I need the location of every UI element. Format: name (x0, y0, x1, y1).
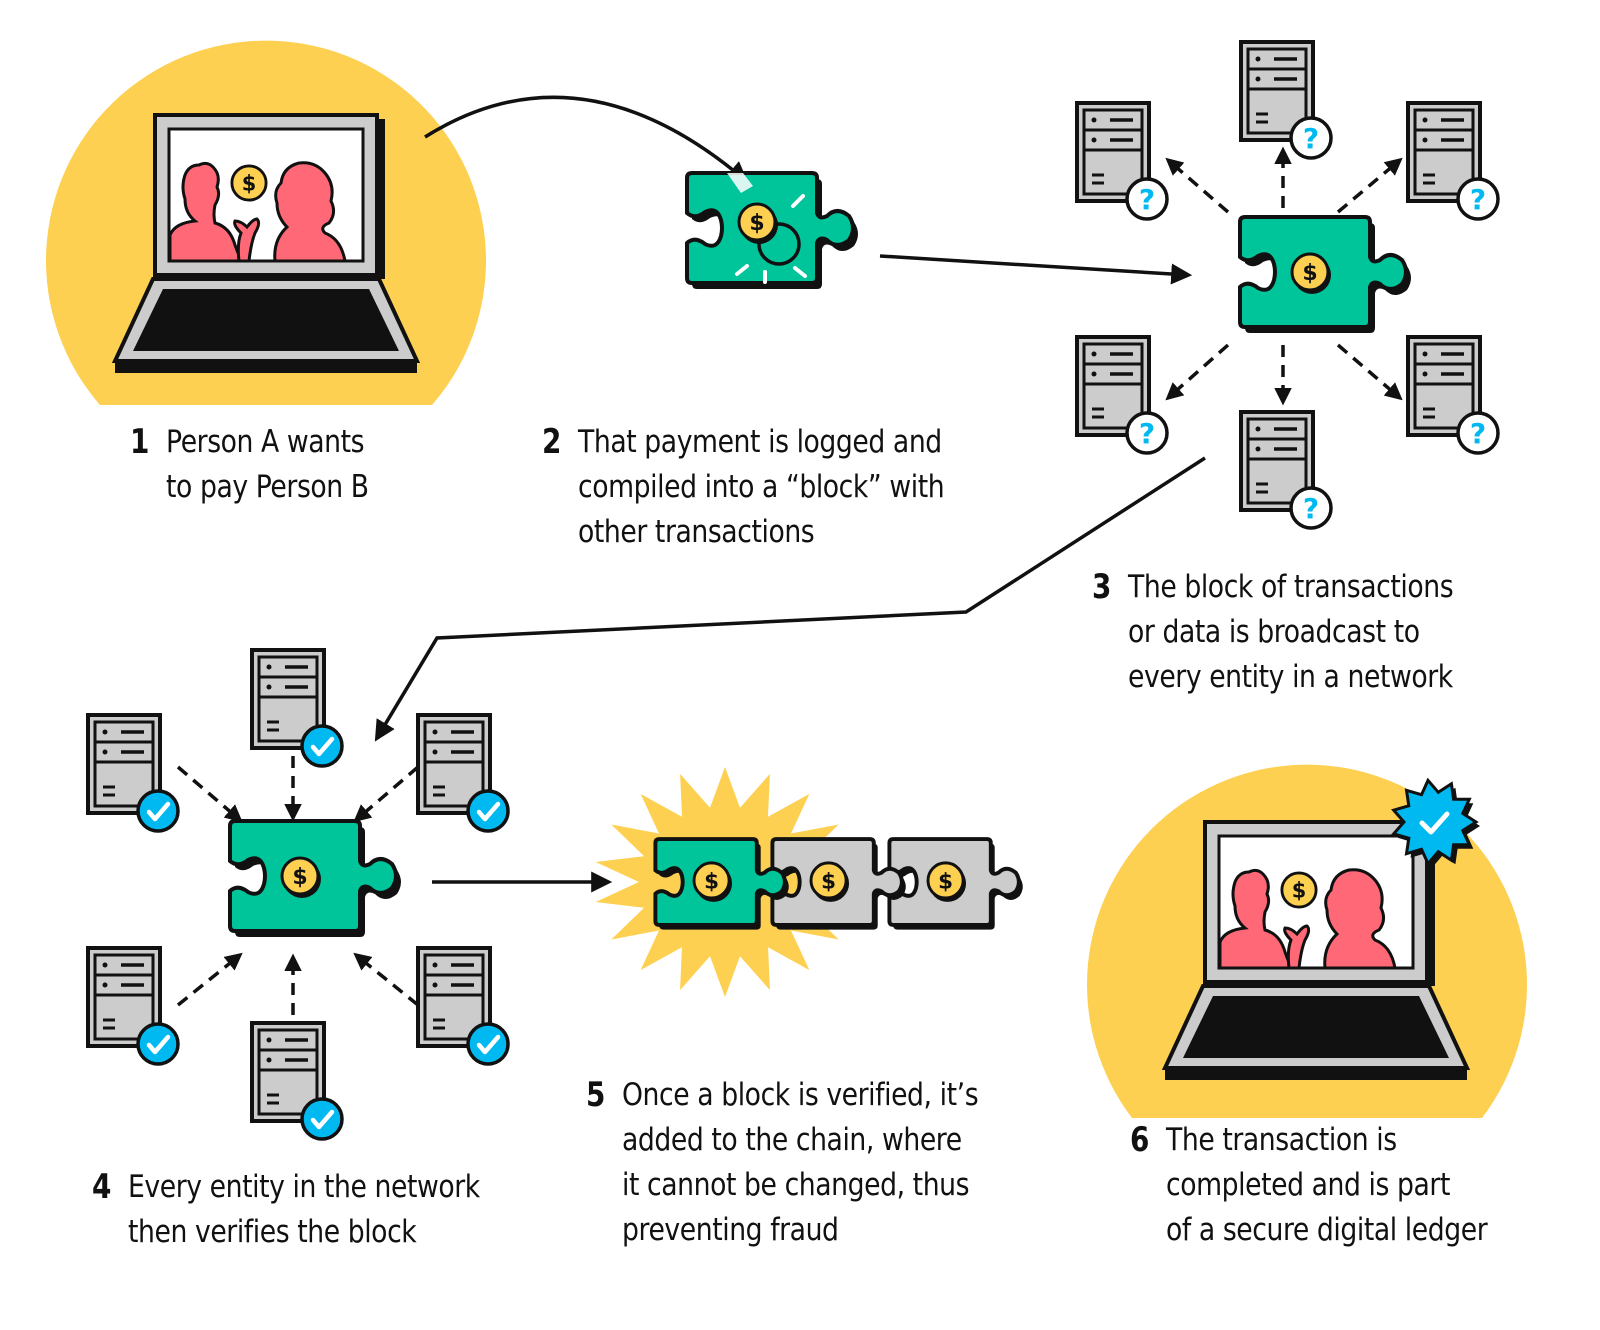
step-2-illustration (685, 171, 858, 289)
step-number: 3 (1092, 567, 1112, 607)
verified-seal-icon (1391, 777, 1480, 868)
arrow-3-to-4 (374, 456, 1206, 742)
step-1-illustration (45, 40, 487, 405)
network-node (416, 713, 508, 831)
network-node (1239, 410, 1333, 530)
question-badge-icon (1125, 177, 1169, 221)
step-6-caption: 6 The transaction is completed and is pa… (1130, 1118, 1540, 1253)
network-node (1075, 101, 1169, 221)
question-badge-icon (1125, 411, 1169, 455)
laptop-icon (1163, 820, 1469, 1082)
arrow-2-to-3 (879, 254, 1193, 285)
check-badge-icon (468, 1024, 508, 1064)
step-number: 5 (586, 1075, 606, 1115)
network-node (250, 1021, 342, 1139)
step-6-illustration (1087, 764, 1527, 1118)
check-badge-icon (468, 791, 508, 831)
network-node (1075, 335, 1169, 455)
step-number: 1 (130, 422, 150, 462)
network-node (416, 946, 508, 1064)
arrow-1-to-2 (424, 95, 749, 183)
step-3-caption: 3 The block of transactions or data is b… (1092, 565, 1506, 700)
network-node (86, 713, 178, 831)
step-text: That payment is logged and compiled into… (578, 424, 945, 550)
step-3-illustration (1075, 40, 1500, 530)
network-node (250, 648, 342, 766)
check-badge-icon (302, 726, 342, 766)
step-1-caption: 1 Person A wants to pay Person B (130, 420, 402, 510)
broadcast-arrows (1165, 146, 1403, 406)
step-text: Every entity in the network then verifie… (128, 1169, 480, 1250)
step-4-illustration (86, 648, 508, 1139)
check-badge-icon (138, 1024, 178, 1064)
sparkle-lines (735, 194, 807, 284)
question-badge-icon (1456, 411, 1500, 455)
question-badge-icon (1289, 486, 1333, 530)
step-2-caption: 2 That payment is logged and compiled in… (542, 420, 1004, 555)
step-5-illustration (595, 767, 1023, 997)
verify-arrows (176, 756, 420, 1015)
network-node (1406, 335, 1500, 455)
network-node (1406, 101, 1500, 221)
check-badge-icon (302, 1099, 342, 1139)
question-badge-icon (1289, 116, 1333, 160)
step-number: 2 (542, 422, 562, 462)
step-text: Person A wants to pay Person B (166, 424, 369, 505)
step-number: 4 (92, 1167, 112, 1207)
network-node (1239, 40, 1333, 160)
laptop-icon (113, 113, 419, 375)
step-5-caption: 5 Once a block is verified, it’s added t… (586, 1073, 1036, 1253)
step-text: The transaction is completed and is part… (1166, 1122, 1488, 1248)
question-badge-icon (1456, 177, 1500, 221)
step-number: 6 (1130, 1120, 1150, 1160)
chain-block (887, 837, 1023, 930)
step-4-caption: 4 Every entity in the network then verif… (92, 1165, 537, 1255)
check-badge-icon (138, 791, 178, 831)
network-node (86, 946, 178, 1064)
step-text: The block of transactions or data is bro… (1128, 569, 1454, 695)
step-text: Once a block is verified, it’s added to … (622, 1077, 979, 1248)
